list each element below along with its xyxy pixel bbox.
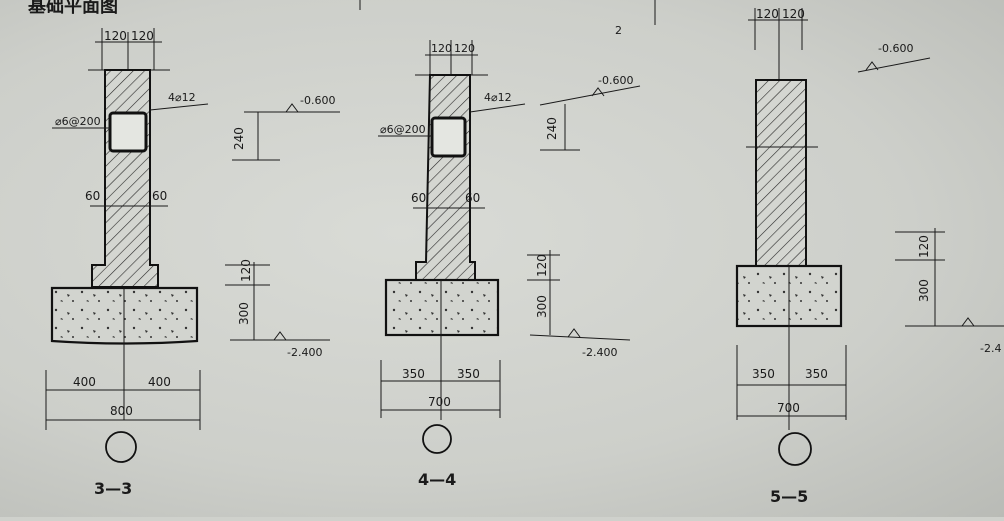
dim-top-right-3: 120 bbox=[131, 29, 154, 43]
footing-4 bbox=[384, 278, 500, 337]
dim-footing-3: 300 bbox=[237, 302, 251, 325]
dim-footing-total-4: 700 bbox=[428, 395, 451, 409]
elev-top-4: -0.600 bbox=[598, 74, 633, 87]
dim-step-3: 120 bbox=[239, 259, 253, 282]
rebar-label-3: 4⌀12 bbox=[168, 91, 196, 104]
dim-footing-4: 300 bbox=[535, 295, 549, 318]
dim-step-5: 120 bbox=[917, 235, 931, 258]
rebar-label-4: 4⌀12 bbox=[484, 91, 512, 104]
axis-bubble-4 bbox=[422, 424, 452, 454]
elev-bottom-4: -2.400 bbox=[582, 346, 617, 359]
dim-step-right-4: 60 bbox=[465, 191, 480, 205]
dim-footing-right-3: 400 bbox=[148, 375, 171, 389]
wall-section-5 bbox=[755, 79, 807, 267]
corner-mark: 2 bbox=[615, 24, 622, 37]
ring-beam-3 bbox=[108, 111, 148, 153]
dim-footing-left-4: 350 bbox=[402, 367, 425, 381]
dim-footing-total-3: 800 bbox=[110, 404, 133, 418]
dim-footing-left-3: 400 bbox=[73, 375, 96, 389]
dim-step-left-3: 60 bbox=[85, 189, 100, 203]
section-3-3: 120 120 4⌀12 ⌀6@200 60 60 400 400 800 3—… bbox=[45, 28, 340, 498]
elev-top-5: -0.600 bbox=[878, 42, 913, 55]
dim-step-4: 120 bbox=[535, 254, 549, 277]
axis-bubble-5 bbox=[778, 432, 812, 466]
drawing-title: 基础平面图 bbox=[27, 0, 118, 17]
dim-footing-5: 300 bbox=[917, 279, 931, 302]
dim-top-right-4: 120 bbox=[454, 42, 475, 55]
dim-upper-3: 240 bbox=[232, 127, 246, 150]
section-4-4: 120 120 4⌀12 ⌀6@200 60 60 350 350 700 4—… bbox=[378, 40, 641, 489]
dim-top-right-5: 120 bbox=[782, 7, 805, 21]
dim-footing-right-4: 350 bbox=[457, 367, 480, 381]
dim-upper-4: 240 bbox=[545, 117, 559, 140]
elev-bottom-3: -2.400 bbox=[287, 346, 322, 359]
dim-top-left-4: 120 bbox=[431, 42, 452, 55]
dim-footing-right-5: 350 bbox=[805, 367, 828, 381]
wall-section-4 bbox=[415, 74, 476, 281]
section-label-4: 4—4 bbox=[418, 470, 456, 489]
dim-top-left-5: 120 bbox=[756, 7, 779, 21]
section-label-5: 5—5 bbox=[770, 487, 808, 506]
ring-beam-4 bbox=[430, 116, 467, 158]
elev-top-3: -0.600 bbox=[300, 94, 335, 107]
dim-footing-total-5: 700 bbox=[777, 401, 800, 415]
section-label-3: 3—3 bbox=[94, 479, 132, 498]
dim-step-right-3: 60 bbox=[152, 189, 167, 203]
wall-section-3 bbox=[91, 69, 159, 288]
dim-step-left-4: 60 bbox=[411, 191, 426, 205]
stirrup-label-4: ⌀6@200 bbox=[380, 123, 426, 136]
dim-top-left-3: 120 bbox=[104, 29, 127, 43]
section-5-5: 120 120 350 350 700 5—5 -0.600 120 300 -… bbox=[735, 7, 1004, 506]
dim-footing-left-5: 350 bbox=[752, 367, 775, 381]
axis-bubble-3 bbox=[105, 431, 137, 463]
stirrup-label-3: ⌀6@200 bbox=[55, 115, 101, 128]
elev-bottom-5: -2.4 bbox=[980, 342, 1001, 355]
